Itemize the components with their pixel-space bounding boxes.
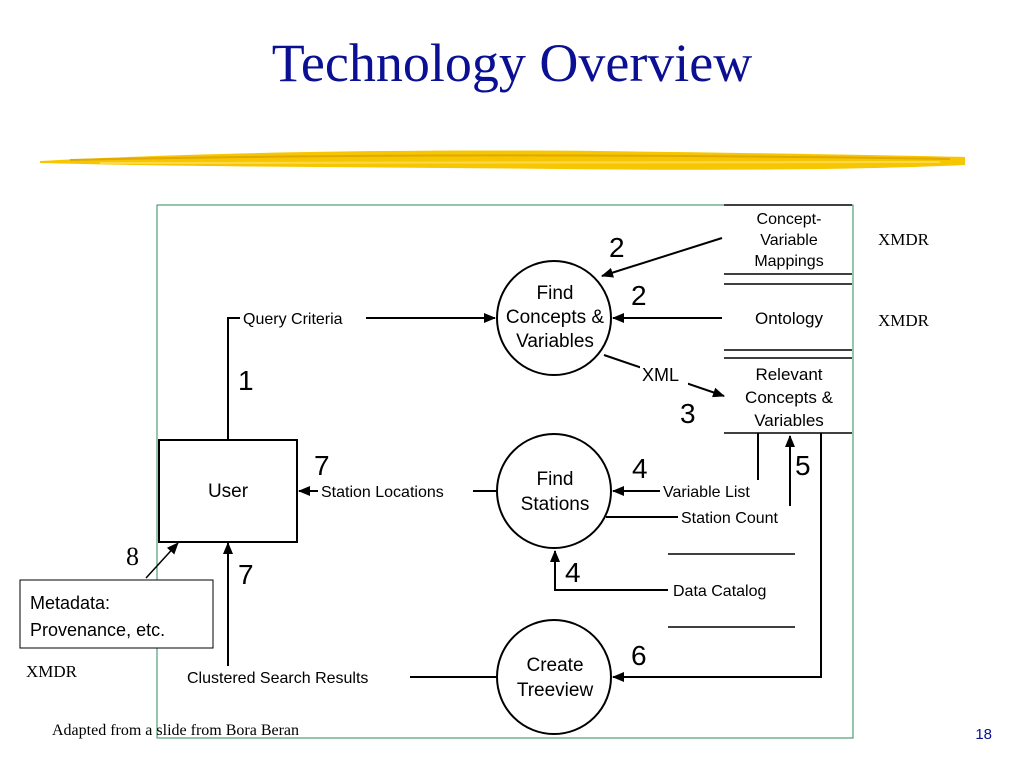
data-store-lines: [668, 204, 852, 628]
step-8: 8: [126, 542, 139, 571]
find-concepts-line-2: Concepts &: [506, 307, 605, 328]
decorative-gold-rule: [40, 150, 965, 170]
flow-clustered-results: [223, 542, 496, 678]
flow-label-xml: XML: [642, 365, 679, 385]
slide-title: Technology Overview: [271, 33, 753, 93]
store-mappings-line-3: Mappings: [754, 253, 823, 270]
flow-metadata-to-user: [145, 542, 179, 579]
find-concepts-line-1: Find: [537, 283, 574, 304]
find-stations-line-1: Find: [537, 469, 574, 490]
step-7-right: 7: [314, 450, 330, 481]
diagram-frame: [156, 204, 854, 739]
flow-label-data-catalog: Data Catalog: [673, 583, 766, 600]
metadata-line-2: Provenance, etc.: [30, 620, 165, 640]
store-relevant-line-1: Relevant: [755, 365, 822, 384]
flow-label-query-criteria: Query Criteria: [243, 311, 343, 328]
xmdr-label-mappings: XMDR: [878, 230, 930, 249]
store-relevant-line-2: Concepts &: [745, 388, 834, 407]
find-stations-line-2: Stations: [521, 494, 590, 515]
process-find-concepts: [496, 260, 612, 376]
page-number: 18: [975, 726, 992, 743]
store-ontology: Ontology: [755, 309, 824, 328]
process-find-stations: [496, 433, 612, 549]
metadata-line-1: Metadata:: [30, 593, 110, 613]
process-create-treeview: [496, 619, 612, 735]
store-relevant-line-3: Variables: [754, 411, 824, 430]
user-label: User: [208, 481, 249, 502]
step-3: 3: [680, 398, 696, 429]
step-4-variable: 4: [632, 453, 648, 484]
footer-attribution: Adapted from a slide from Bora Beran: [52, 722, 300, 739]
step-4-catalog: 4: [565, 557, 581, 588]
step-2-ontology: 2: [631, 280, 647, 311]
flow-label-clustered-results: Clustered Search Results: [187, 670, 368, 687]
entity-metadata-box: [19, 579, 214, 649]
flow-label-station-count: Station Count: [681, 510, 779, 527]
xmdr-label-ontology: XMDR: [878, 311, 930, 330]
create-treeview-line-2: Treeview: [517, 680, 594, 701]
create-treeview-line-1: Create: [526, 655, 583, 676]
store-mappings-line-1: Concept-: [757, 211, 822, 228]
flow-query-criteria: [227, 313, 496, 440]
find-concepts-line-3: Variables: [516, 331, 594, 352]
step-7-bottom: 7: [238, 559, 254, 590]
flow-label-station-locations: Station Locations: [321, 484, 444, 501]
store-mappings-line-2: Variable: [760, 232, 818, 249]
step-2-top: 2: [609, 232, 625, 263]
step-6: 6: [631, 640, 647, 671]
flow-label-variable-list: Variable List: [663, 484, 750, 501]
step-1: 1: [238, 365, 254, 396]
flow-relevant-to-treeview: [612, 433, 822, 682]
step-5: 5: [795, 450, 811, 481]
flow-mappings-to-find-concepts: [601, 237, 723, 278]
flow-data-catalog: [550, 550, 668, 591]
xmdr-label-metadata: XMDR: [26, 662, 78, 681]
